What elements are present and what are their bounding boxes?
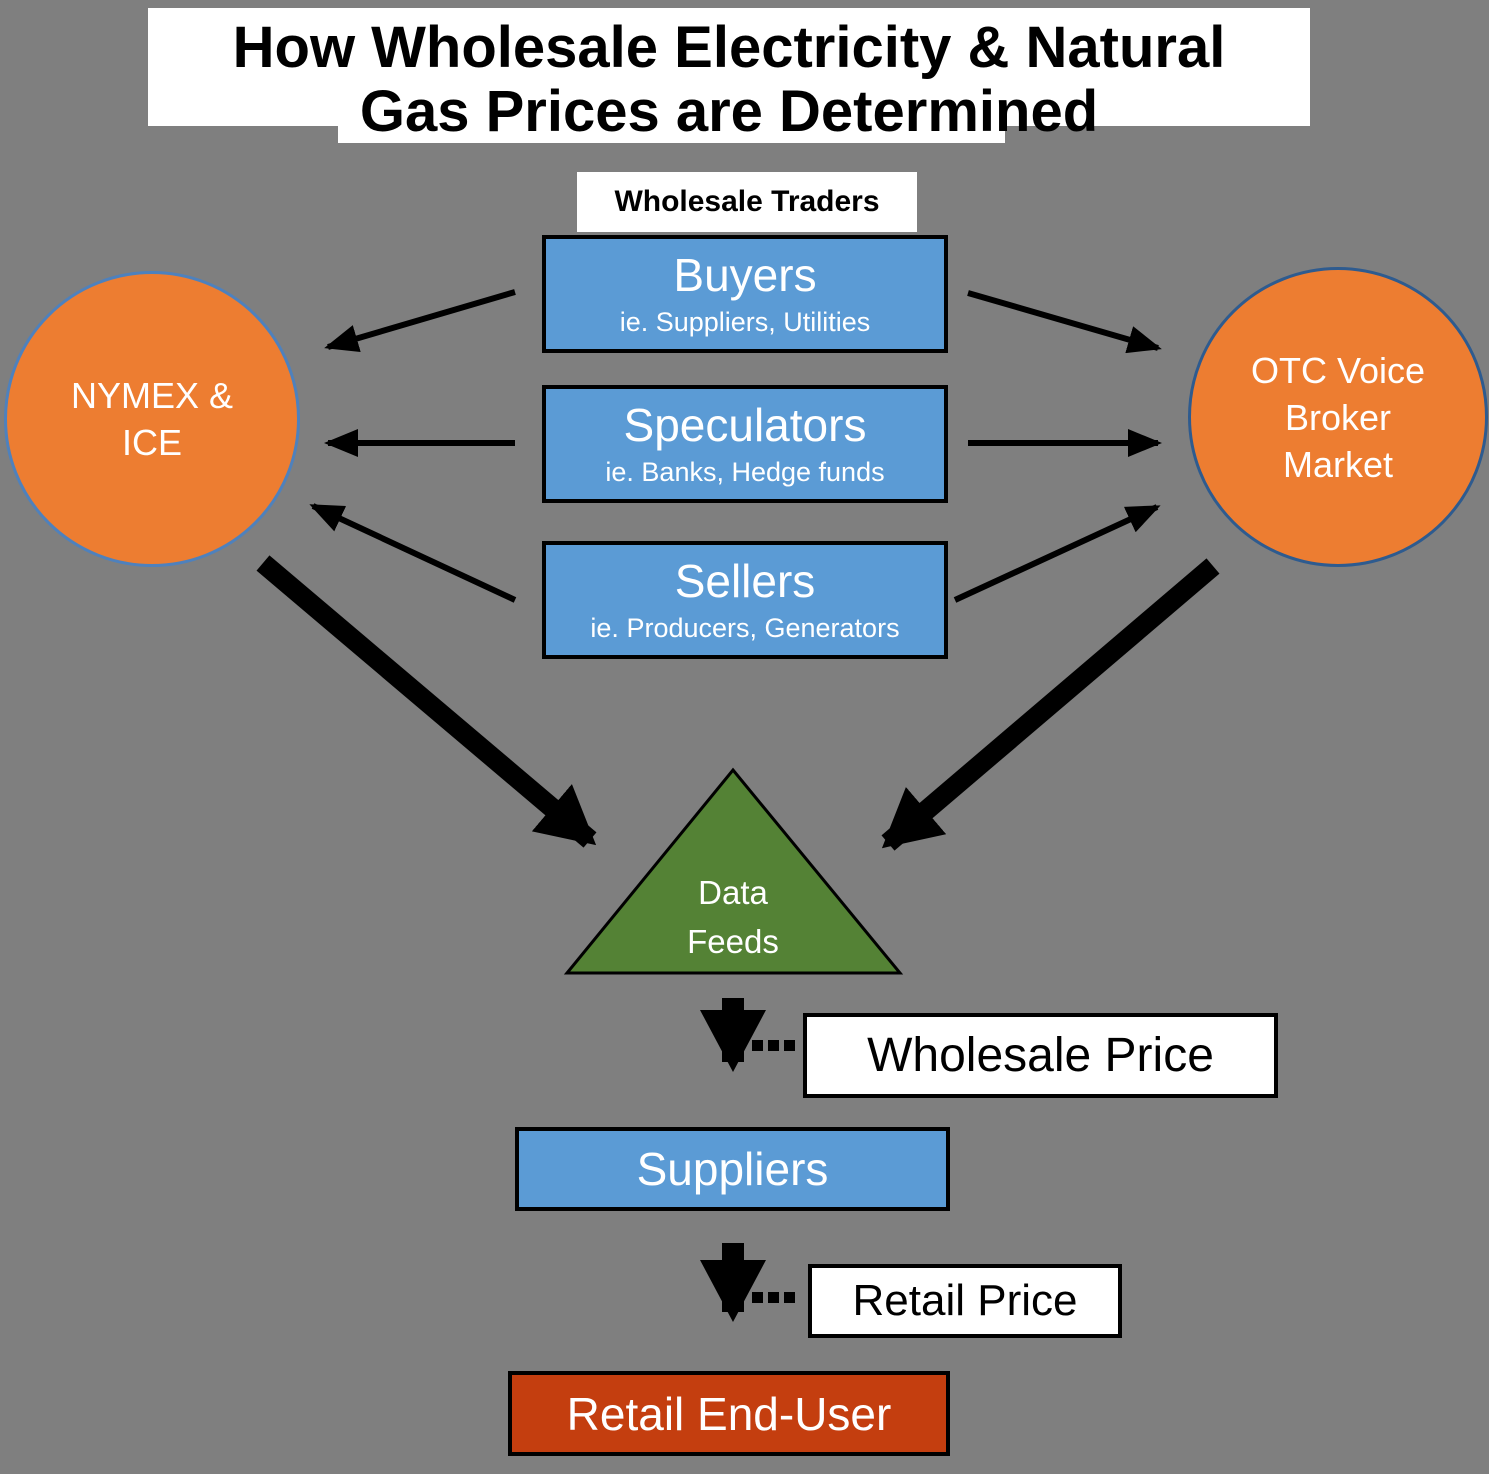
arrow-nymex-to-datafeeds [256, 555, 597, 848]
arrow-sellers-to-nymex [309, 503, 517, 603]
buyers-box: Buyers ie. Suppliers, Utilities [542, 235, 948, 353]
data-feeds-line1: Data [698, 874, 768, 911]
sellers-box: Sellers ie. Producers, Generators [542, 541, 948, 659]
data-feeds-line2: Feeds [687, 923, 779, 960]
arrow-sellers-to-otc [953, 504, 1161, 603]
dotted-link-retail-price [752, 1292, 795, 1303]
speculators-title: Speculators [623, 399, 867, 451]
page-title-line1: How Wholesale Electricity & Natural [232, 15, 1226, 80]
nymex-line2: ICE [121, 422, 182, 463]
page-title: How Wholesale Electricity & Natural Gas … [148, 16, 1310, 144]
page-title-line2: Gas Prices are Determined [359, 79, 1099, 144]
data-feeds-label: Data Feeds [583, 868, 883, 966]
nymex-line1: NYMEX & [70, 375, 234, 416]
arrow-buyers-to-nymex [324, 289, 516, 352]
otc-line1: OTC Voice [1250, 349, 1426, 391]
arrow-otc-to-datafeeds [881, 558, 1220, 851]
otc-voice-broker-circle: OTC Voice Broker Market [1188, 267, 1488, 567]
wholesale-price-label: Wholesale Price [803, 1013, 1278, 1098]
sellers-subtitle: ie. Producers, Generators [590, 613, 900, 643]
retail-price-label: Retail Price [808, 1264, 1122, 1338]
sellers-title: Sellers [674, 555, 816, 607]
retail-end-user-box: Retail End-User [508, 1371, 950, 1456]
dotted-link-wholesale-price [752, 1040, 795, 1051]
otc-line2: Broker [1284, 396, 1392, 438]
data-feeds-triangle [563, 767, 904, 975]
nymex-ice-circle: NYMEX & ICE [4, 271, 300, 567]
buyers-subtitle: ie. Suppliers, Utilities [619, 307, 871, 337]
otc-line3: Market [1282, 443, 1394, 485]
title-panel-extension [338, 70, 1005, 143]
speculators-subtitle: ie. Banks, Hedge funds [605, 457, 885, 487]
suppliers-box: Suppliers [515, 1127, 950, 1211]
arrow-buyers-to-otc [967, 290, 1162, 354]
wholesale-traders-label: Wholesale Traders [577, 172, 917, 232]
buyers-title: Buyers [673, 249, 817, 301]
speculators-box: Speculators ie. Banks, Hedge funds [542, 385, 948, 503]
